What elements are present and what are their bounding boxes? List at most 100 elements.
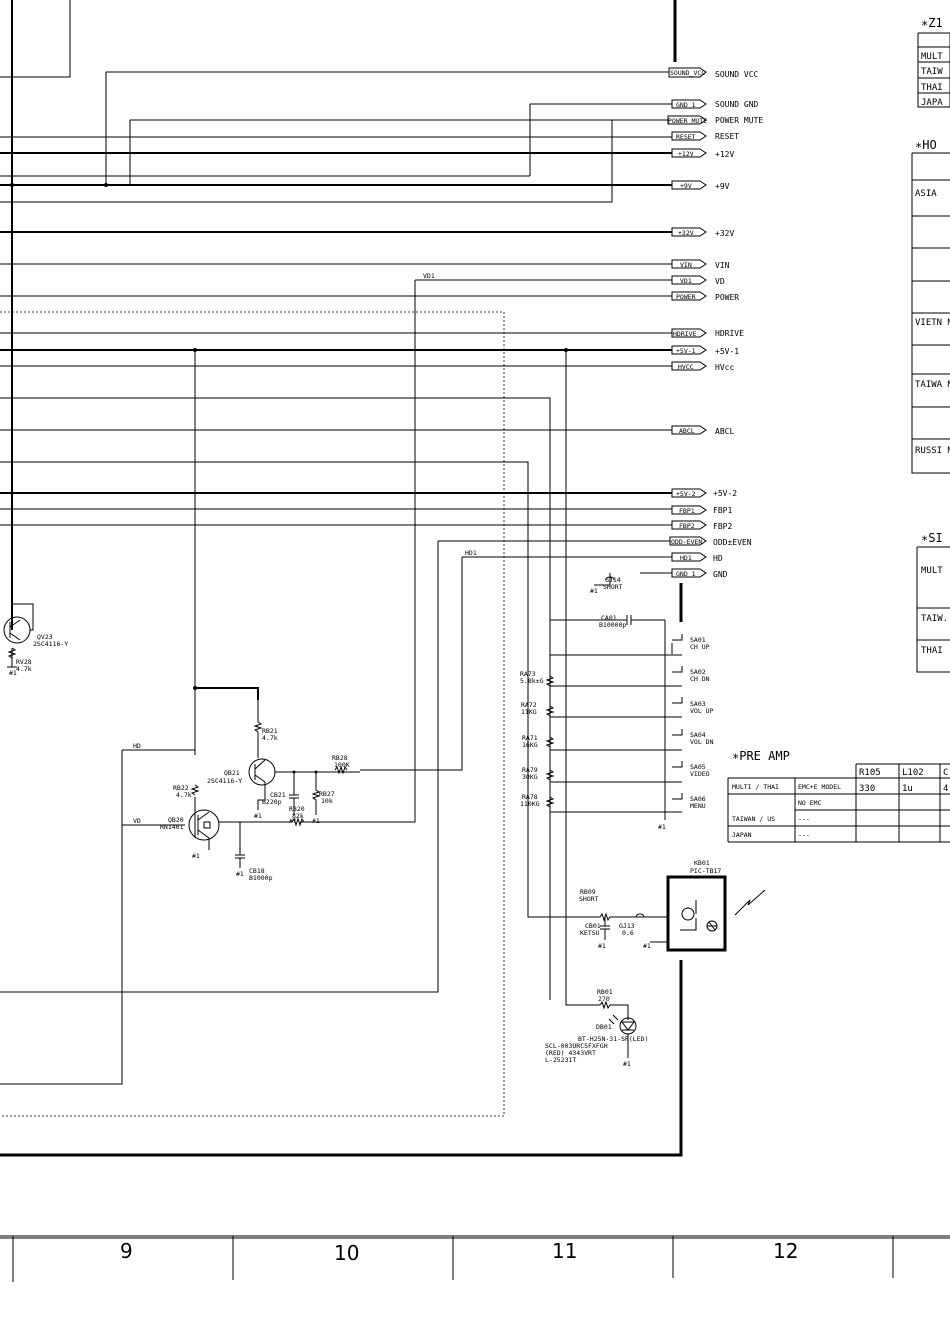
svg-text:5.8k±G: 5.8k±G [520,677,544,685]
connector-abcl: ABCL ABCL [671,425,734,436]
net-vd-label: VD [133,817,141,825]
svg-text:FBP1: FBP1 [679,507,695,515]
svg-text:TAIW. /JAP.: TAIW. /JAP. [921,614,950,624]
resistor-rb21: RB21 4.7k [253,721,278,758]
net-hd1-label: HD1 [465,549,477,557]
svg-text:(RED) 4343VRT: (RED) 4343VRT [545,1049,596,1057]
svg-text:POWER MUTE: POWER MUTE [715,116,763,125]
svg-text:RESET: RESET [715,132,739,141]
svg-text:4.7k: 4.7k [262,734,278,742]
svg-text:RA72: RA72 [521,701,537,709]
svg-text:ABCL: ABCL [715,427,734,436]
resistor-rb09: RB09 SHORT [578,888,668,922]
svg-text:+32V: +32V [715,229,734,238]
svg-text:ASIA: ASIA [915,189,937,199]
led-db01: DB01 BT-H25N-31-SR(LED) SCL-003URC5FXFGH… [545,1014,648,1068]
table-z1: ∗Z1 MULT TAIW THAI JAPA [917,16,950,108]
svg-text:B1000p: B1000p [249,874,273,882]
svg-text:BT-H25N-31-SR(LED): BT-H25N-31-SR(LED) [578,1035,648,1043]
svg-text:CB21: CB21 [270,791,286,799]
svg-text:GND: GND [713,570,728,579]
svg-text:RB20: RB20 [289,805,305,813]
svg-text:SA04: SA04 [690,731,706,739]
key-row-1: RA73 5.8k±G SA01 CH UP [520,634,710,685]
connector-hdrive: HDRIVE HDRIVE [671,328,744,338]
ir-signal-icon [734,889,766,916]
svg-text:16KG: 16KG [522,741,538,749]
svg-text:+12V: +12V [715,150,734,159]
svg-text:KB01: KB01 [694,859,710,867]
svg-text:9: 9 [120,1239,133,1263]
connector-12v: +12V +12V [671,148,734,159]
svg-text:TAIWA MODEL: TAIWA MODEL [915,380,950,390]
resistor-rb22: RB22 4.7k [173,784,200,799]
connector-list: SOUND_VCC SOUND VCC GND_1 SOUND GND POWE… [667,67,763,579]
svg-text:POWER: POWER [715,293,739,302]
svg-text:RA79: RA79 [522,766,538,774]
connector-fbp1: FBP1 FBP1 [671,505,732,515]
svg-text:+9V: +9V [680,182,692,190]
transistor-qb20: QB20 RN1401 #1 [160,809,220,860]
svg-text:PIC-TB17: PIC-TB17 [690,867,721,875]
svg-text:KETSU: KETSU [580,929,600,937]
connector-gnd: GND_1 GND [671,568,728,579]
svg-text:RA78: RA78 [522,793,538,801]
svg-text:ODD-EVEN: ODD-EVEN [671,538,702,546]
connector-5v-1: +5V-1 +5V-1 [671,345,739,356]
svg-text:4.7k: 4.7k [16,665,32,673]
svg-text:HVCC: HVCC [678,363,694,371]
svg-text:RESET: RESET [676,133,696,141]
svg-text:SOUND VCC: SOUND VCC [715,70,759,79]
svg-text:#1: #1 [598,942,606,950]
resistor-rv28: RV28 4.7k [7,647,32,673]
svg-text:SOUND_VCC: SOUND_VCC [670,69,705,77]
svg-text:RA71: RA71 [522,734,538,742]
svg-text:RB01: RB01 [597,988,613,996]
svg-text:SA05: SA05 [690,763,706,771]
svg-text:GND_1: GND_1 [676,570,696,578]
resistor-rb20: RB20 82k [219,805,305,827]
svg-text:---: --- [798,831,810,839]
svg-text:L-25231T: L-25231T [545,1056,576,1064]
svg-text:THAI: THAI [921,646,943,656]
svg-text:100K: 100K [334,761,350,769]
svg-text:THAI: THAI [921,83,943,93]
svg-text:C: C [943,768,948,778]
capacitor-cb18: CB18 B1000p #1 [235,822,273,882]
connector-power-mute: POWER_MUTE POWER MUTE [667,115,763,125]
svg-text:QB20: QB20 [168,816,184,824]
table-si: ∗SI MULT TAIW. /JAP. THAI [916,531,950,673]
table-pre-amp: ∗PRE AMP R105 L102 C 330 1u 4 MULTI / TH… [727,749,950,843]
svg-text:#1: #1 [312,817,320,825]
svg-text:MENU: MENU [690,802,706,810]
svg-text:HD: HD [713,554,723,563]
svg-text:JAPAN: JAPAN [732,831,752,839]
wires [0,0,683,1157]
connector-sound-vcc: SOUND_VCC SOUND VCC [668,67,759,79]
svg-text:0.6: 0.6 [622,929,634,937]
resistor-rb28: RB28 100K [332,754,350,775]
svg-text:EMC+E MODEL: EMC+E MODEL [798,783,841,791]
svg-text:RN1401: RN1401 [160,823,184,831]
ground-symbol: #1 [7,660,17,677]
svg-text:SOUND GND: SOUND GND [715,100,759,109]
svg-text:CB18: CB18 [249,867,265,875]
svg-text:QV23: QV23 [37,633,53,641]
svg-text:SHORT: SHORT [603,583,623,591]
svg-text:JAPA: JAPA [921,98,943,108]
svg-text:GJ13: GJ13 [619,922,635,930]
grid-reference-bar: 9 10 11 12 [0,1235,950,1282]
svg-text:SA06: SA06 [690,795,706,803]
svg-text:+9V: +9V [715,182,730,191]
svg-text:VIDEO: VIDEO [690,770,710,778]
svg-text:+12V: +12V [678,150,694,158]
svg-text:4: 4 [943,784,948,794]
svg-text:10: 10 [334,1241,359,1265]
svg-text:---: --- [798,815,810,823]
svg-text:2SC4116-Y: 2SC4116-Y [33,640,68,648]
svg-text:ODD±EVEN: ODD±EVEN [713,538,752,547]
svg-text:4.7k: 4.7k [176,791,192,799]
svg-text:VOL UP: VOL UP [690,707,714,715]
connector-hvcc: HVCC HVcc [671,361,734,372]
key-switch-array: #1 RA73 5.8k±G SA01 CH UP RA72 11KG SA02… [520,620,714,831]
